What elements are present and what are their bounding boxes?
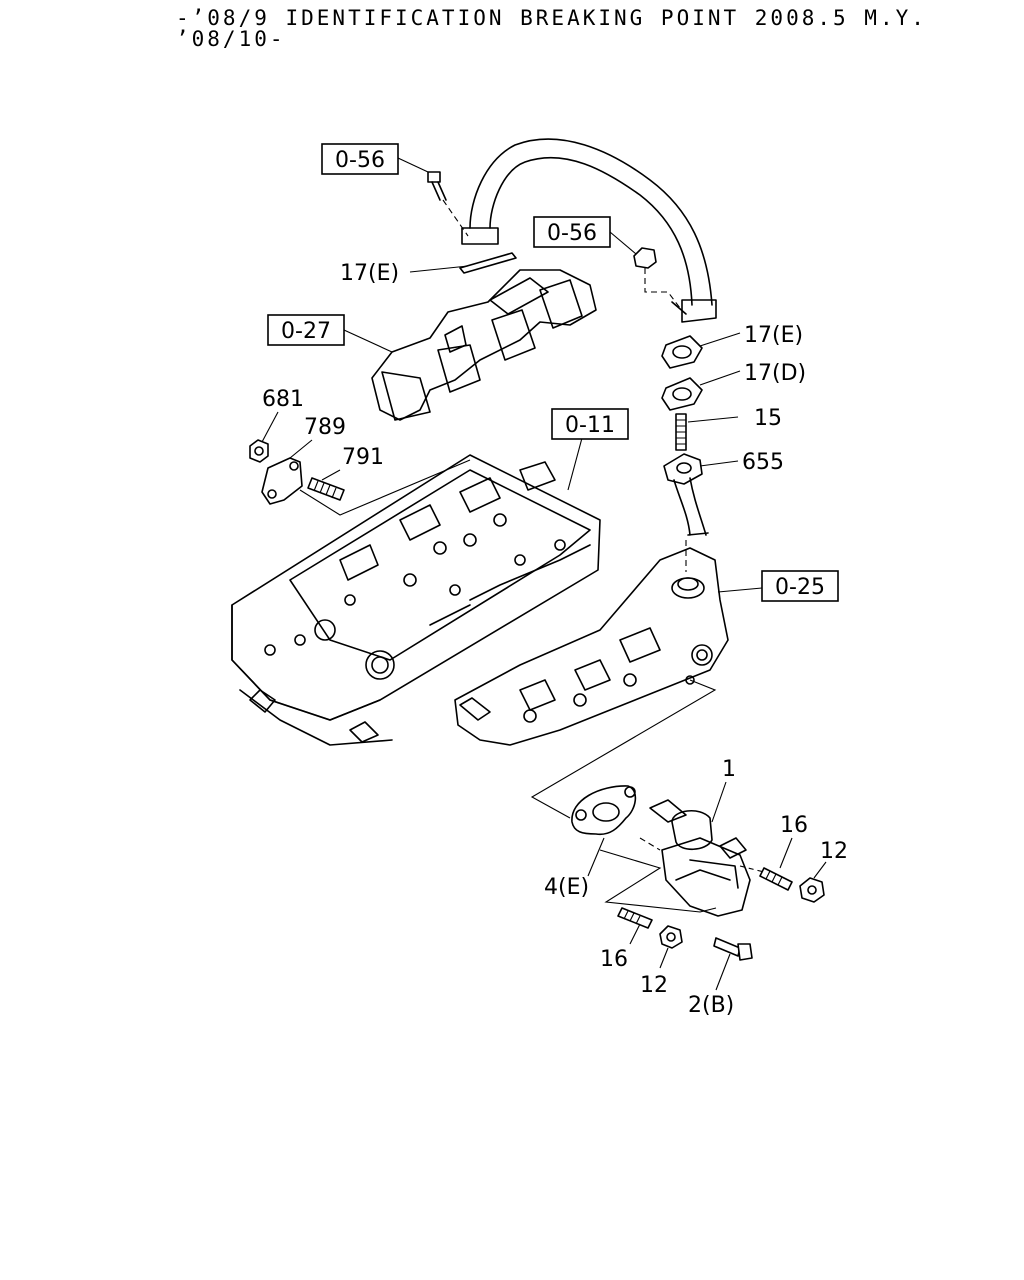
- leader-valve: [599, 849, 717, 913]
- part-label-789: 789: [304, 415, 346, 440]
- ref-box-0-56-lower: 0-56: [533, 216, 611, 248]
- leader-left-parts: [299, 459, 471, 516]
- pipe-655: [663, 453, 709, 572]
- part-label-17d: 17(D): [744, 361, 806, 386]
- ref-label: 0-25: [775, 575, 825, 600]
- cylinder-head: [231, 454, 601, 746]
- egr-pipe: [461, 138, 717, 323]
- part-label-16-right: 16: [780, 813, 808, 838]
- nut-12-bottom: [659, 925, 683, 949]
- part-label-17e-left: 17(E): [340, 261, 399, 286]
- bolt-16-right: [739, 865, 793, 891]
- ref-label: 0-27: [281, 319, 331, 344]
- plate-789: [261, 457, 303, 505]
- ref-box-0-11: 0-11: [551, 408, 629, 440]
- part-label-16-bottom: 16: [600, 947, 628, 972]
- gasket-pipe-flange: [459, 252, 517, 274]
- part-label-4e: 4(E): [544, 875, 589, 900]
- leader-lines: [261, 157, 827, 991]
- stud-15: [675, 413, 687, 451]
- part-label-655: 655: [742, 450, 784, 475]
- nut-pipe: [633, 247, 681, 309]
- leader-intake-egr: [530, 679, 717, 819]
- bolt-16-bottom: [617, 907, 653, 929]
- part-label-12-bottom: 12: [640, 973, 668, 998]
- part-label-791: 791: [342, 445, 384, 470]
- gasket-17d: [661, 377, 703, 411]
- part-label-15: 15: [754, 406, 782, 431]
- ref-label: 0-11: [565, 413, 615, 438]
- ref-box-0-27: 0-27: [267, 314, 345, 346]
- header-line-1: -’08/9 IDENTIFICATION BREAKING POINT 200…: [176, 6, 927, 30]
- intake-manifold: [454, 547, 729, 746]
- egr-valve-1: [649, 799, 751, 917]
- ref-label: 0-56: [335, 148, 385, 173]
- gasket-4e: [571, 785, 637, 836]
- header-line-2: ’08/10-: [176, 27, 286, 51]
- bolt-2b: [713, 937, 753, 961]
- bolt-upper: [427, 171, 469, 237]
- part-label-17e-right: 17(E): [744, 323, 803, 348]
- part-label-2b: 2(B): [688, 993, 734, 1018]
- stud-791: [307, 477, 345, 501]
- exhaust-manifold: [371, 269, 597, 421]
- leader-gasket-dash: [639, 837, 661, 851]
- part-label-12-right: 12: [820, 839, 848, 864]
- ref-label: 0-56: [547, 221, 597, 246]
- ref-box-0-25: 0-25: [761, 570, 839, 602]
- nut-681: [249, 439, 269, 463]
- ref-box-0-56-upper: 0-56: [321, 143, 399, 175]
- part-label-681: 681: [262, 387, 304, 412]
- part-label-1: 1: [722, 757, 736, 782]
- gasket-17e-right: [661, 335, 703, 369]
- nut-12-right: [799, 877, 825, 903]
